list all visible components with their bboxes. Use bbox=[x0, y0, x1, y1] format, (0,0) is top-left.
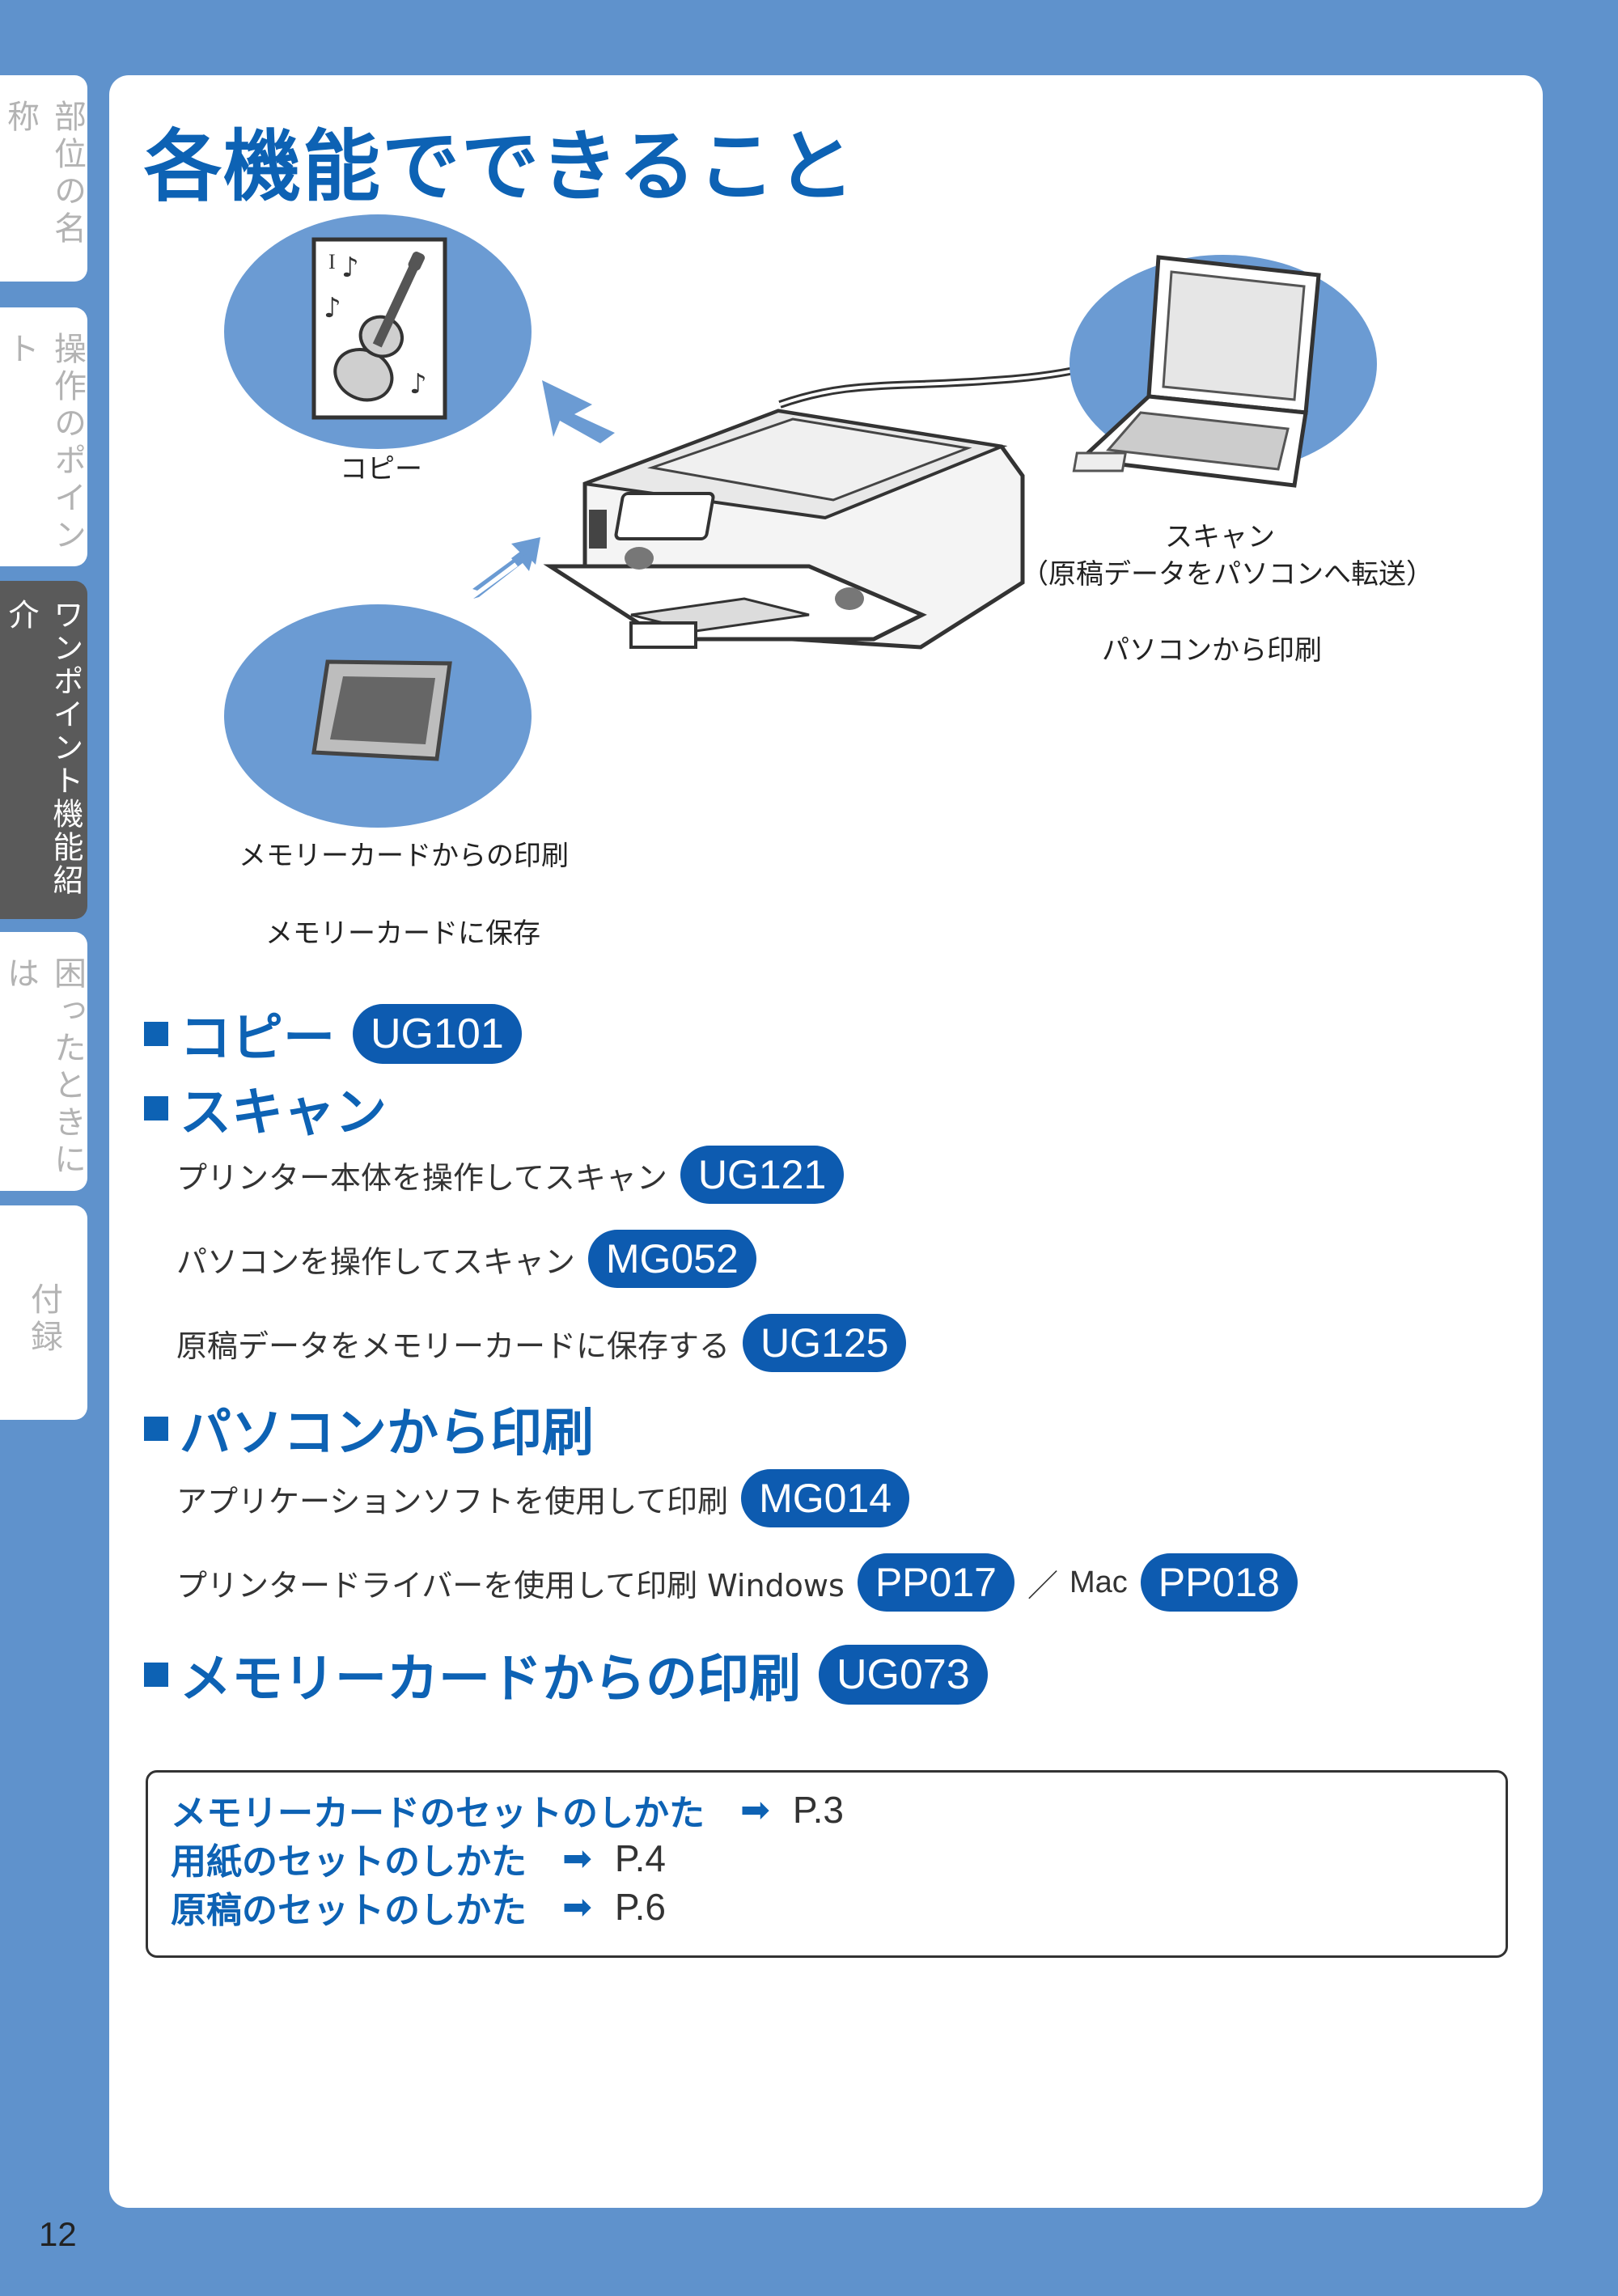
reference-link[interactable]: メモリーカードのセットのしかた ➡ P.3 bbox=[171, 1789, 844, 1834]
memory-card-illustration bbox=[224, 604, 532, 828]
scan-item: 原稿データをメモリーカードに保存する UG125 bbox=[176, 1314, 907, 1372]
mac-label: Mac bbox=[1069, 1565, 1128, 1599]
square-bullet-icon bbox=[144, 1417, 168, 1441]
caption-pc-print: パソコンから印刷 bbox=[1102, 634, 1322, 667]
reference-box: メモリーカードのセットのしかた ➡ P.3 用紙のセットのしかた ➡ P.4 原… bbox=[146, 1770, 1508, 1958]
caption-scan: スキャン bbox=[1165, 521, 1275, 553]
side-tab-label: 部位の名称 bbox=[2, 100, 86, 248]
square-bullet-icon bbox=[144, 1022, 168, 1046]
caption-card-print: メモリーカードからの印刷 bbox=[239, 840, 569, 872]
side-tab-operation[interactable]: 操作のポイント bbox=[0, 307, 87, 566]
scan-item: プリンター本体を操作してスキャン UG121 bbox=[176, 1146, 845, 1204]
arrow-right-icon: ➡ bbox=[740, 1789, 770, 1831]
side-tab-label: 困ったときには bbox=[2, 956, 86, 1180]
section-copy-heading: コピー UG101 bbox=[144, 997, 522, 1071]
caption-scan-detail: （原稿データをパソコンへ転送） bbox=[1021, 558, 1434, 591]
square-bullet-icon bbox=[144, 1096, 168, 1120]
laptop-illustration bbox=[1069, 255, 1377, 488]
svg-text:I: I bbox=[328, 250, 336, 273]
code-badge[interactable]: MG014 bbox=[741, 1469, 910, 1527]
side-tab-parts[interactable]: 部位の名称 bbox=[0, 75, 87, 282]
section-scan-heading: スキャン bbox=[144, 1071, 387, 1146]
page-number: 12 bbox=[39, 2215, 77, 2253]
square-bullet-icon bbox=[144, 1663, 168, 1687]
code-badge[interactable]: UG073 bbox=[819, 1645, 988, 1705]
svg-text:♪: ♪ bbox=[324, 292, 341, 324]
side-tab-label: 付録 bbox=[25, 1282, 62, 1357]
pcprint-item: アプリケーションソフトを使用して印刷 MG014 bbox=[176, 1469, 910, 1527]
section-cardprint-heading: メモリーカードからの印刷 UG073 bbox=[144, 1637, 988, 1712]
arrow-right-icon: ➡ bbox=[562, 1837, 592, 1879]
svg-text:♪: ♪ bbox=[341, 252, 359, 284]
scan-item: パソコンを操作してスキャン MG052 bbox=[176, 1230, 756, 1288]
reference-link[interactable]: 用紙のセットのしかた ➡ P.4 bbox=[171, 1837, 666, 1883]
side-tab-label: 操作のポイント bbox=[2, 332, 86, 555]
page-title: 各機能でできること bbox=[144, 121, 857, 212]
caption-copy: コピー bbox=[340, 453, 422, 485]
arrow-icon bbox=[542, 380, 615, 443]
code-badge[interactable]: PP018 bbox=[1140, 1553, 1298, 1612]
arrow-right-icon: ➡ bbox=[562, 1886, 592, 1928]
side-tab-trouble[interactable]: 困ったときには bbox=[0, 932, 87, 1191]
side-tab-features[interactable]: ワンポイント機能紹介 bbox=[0, 581, 87, 919]
side-tab-label: ワンポイント機能紹介 bbox=[3, 599, 83, 897]
copy-illustration: I ♪ ♪ ♪ bbox=[224, 214, 532, 449]
code-badge[interactable]: UG125 bbox=[743, 1314, 907, 1372]
code-badge[interactable]: UG121 bbox=[680, 1146, 845, 1204]
section-pcprint-heading: パソコンから印刷 bbox=[144, 1392, 594, 1466]
function-diagram: I ♪ ♪ ♪ bbox=[224, 214, 1377, 828]
code-badge[interactable]: MG052 bbox=[587, 1230, 756, 1288]
printer-illustration bbox=[543, 344, 1151, 650]
svg-text:♪: ♪ bbox=[409, 368, 427, 400]
separator: ／ bbox=[1027, 1567, 1058, 1603]
side-tab-appendix[interactable]: 付録 bbox=[0, 1205, 87, 1420]
caption-card-save: メモリーカードに保存 bbox=[265, 917, 540, 950]
pcprint-item: プリンタードライバーを使用して印刷 Windows PP017 ／ Mac PP… bbox=[176, 1553, 1298, 1612]
code-badge[interactable]: PP017 bbox=[857, 1553, 1014, 1612]
code-badge[interactable]: UG101 bbox=[353, 1004, 522, 1064]
reference-link[interactable]: 原稿のセットのしかた ➡ P.6 bbox=[171, 1886, 666, 1931]
